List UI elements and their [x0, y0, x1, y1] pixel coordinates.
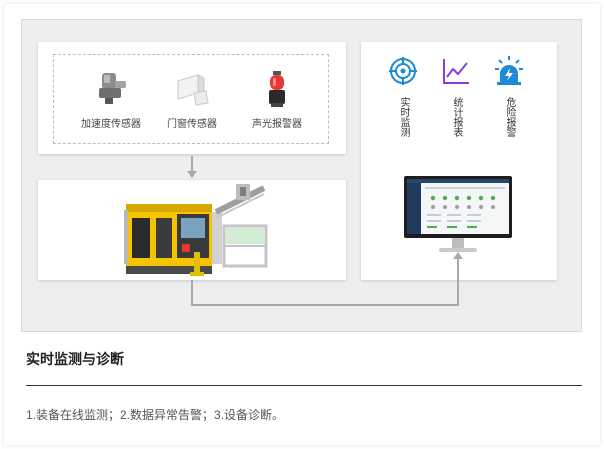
alarm-siren-icon	[495, 56, 523, 85]
sensor-sound-light-alarm: 声光报警器	[234, 69, 320, 130]
feature-danger-alarm: 危险报警	[489, 56, 529, 137]
system-diagram: 加速度传感器 门窗传感器	[21, 19, 582, 332]
feature-label: 危险报警	[504, 97, 515, 137]
machine-panel	[38, 180, 346, 280]
sensor-label: 声光报警器	[252, 119, 302, 130]
acceleration-sensor-icon	[68, 69, 154, 109]
line-chart-icon	[443, 59, 469, 84]
sensor-to-machine-arrow	[187, 156, 197, 178]
dashboard-monitor-illustration	[403, 176, 513, 256]
sensor-acceleration: 加速度传感器	[68, 69, 154, 130]
door-window-sensor-icon	[149, 69, 235, 109]
machine-to-monitor-arrow	[191, 252, 463, 306]
radar-target-icon	[389, 57, 417, 85]
sensors-group-frame: 加速度传感器 门窗传感器	[53, 54, 329, 144]
feature-label: 实时监测	[398, 97, 409, 137]
feature-statistics-report: 统计报表	[436, 56, 476, 137]
sound-light-alarm-icon	[234, 69, 320, 109]
blow-molding-machine-illustration	[122, 182, 274, 278]
section-title: 实时监测与诊断	[26, 351, 124, 367]
section-description: 1.装备在线监测；2.数据异常告警；3.设备诊断。	[26, 408, 285, 422]
title-divider	[26, 385, 582, 386]
feature-label: 统计报表	[451, 97, 462, 137]
monitoring-panel: 实时监测 统计报表	[361, 42, 557, 280]
sensor-label: 加速度传感器	[81, 119, 141, 130]
sensors-panel: 加速度传感器 门窗传感器	[38, 42, 346, 154]
sensor-door-window: 门窗传感器	[149, 69, 235, 130]
feature-realtime-monitoring: 实时监测	[383, 56, 423, 137]
content-card: 加速度传感器 门窗传感器	[4, 4, 600, 445]
sensor-label: 门窗传感器	[167, 119, 217, 130]
